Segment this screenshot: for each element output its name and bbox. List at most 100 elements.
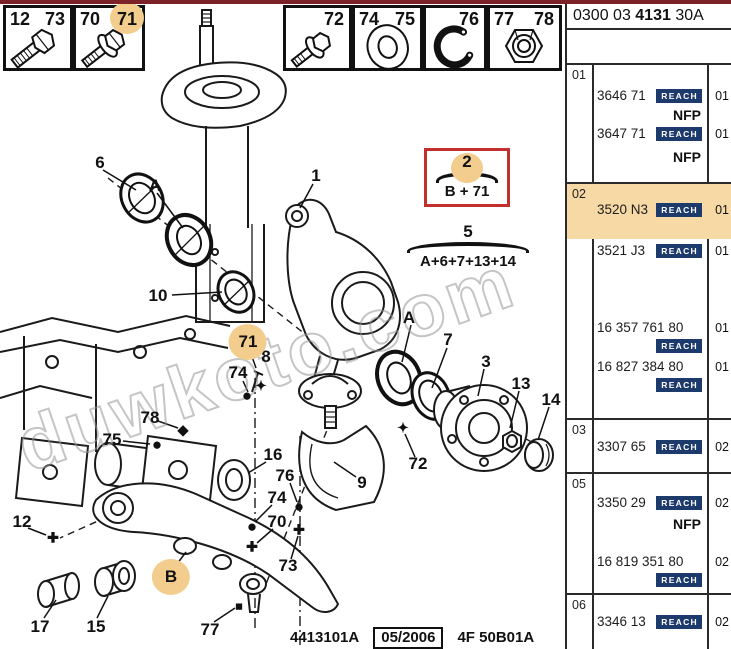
part-number[interactable]: 3647 71 — [597, 126, 646, 141]
section-index: 05 — [572, 477, 586, 491]
fastener-label: 72 — [323, 9, 344, 29]
quantity-value: 02 — [715, 615, 729, 629]
section-index: 01 — [572, 68, 586, 82]
diagram-line-art — [0, 9, 554, 645]
callout-10: 10 — [148, 286, 168, 305]
catalog-code-prefix: 0300 03 — [573, 7, 636, 24]
reach-badge[interactable]: REACH — [656, 127, 702, 141]
reach-badge[interactable]: REACH — [656, 615, 702, 629]
part-number[interactable]: 16 819 351 80 — [597, 554, 684, 569]
dot-marker-icon: ● — [246, 517, 258, 536]
reach-badge[interactable]: REACH — [656, 203, 702, 217]
brace-icon — [407, 242, 529, 253]
dot-marker-icon: ● — [151, 435, 163, 454]
part-number[interactable]: 3350 29 — [597, 495, 646, 510]
part-number[interactable]: 3520 N3 — [597, 202, 649, 217]
part-number[interactable]: 16 827 384 80 — [597, 359, 684, 374]
diamond-marker-icon: ◆ — [177, 421, 189, 438]
fastener-box-70-71: 70 71 — [73, 2, 145, 71]
reach-badge[interactable]: REACH — [656, 378, 702, 392]
drawing-number: 4413101A — [290, 629, 360, 646]
reach-badge[interactable]: REACH — [656, 244, 702, 258]
quantity-value: 02 — [715, 555, 729, 569]
fastener-box-77-78: 77 78 — [487, 5, 562, 71]
annotation-number: 2 — [462, 152, 472, 171]
index-column-line — [592, 63, 594, 649]
callout-12: 12 — [12, 512, 32, 531]
part-number[interactable]: 3521 J3 — [597, 243, 646, 258]
top-edge-line — [0, 0, 731, 4]
fastener-box-74-75: 74 75 — [352, 5, 423, 71]
fastener-label: 77 — [494, 9, 515, 29]
nfp-label: NFP — [673, 516, 701, 532]
callout-70: 70 — [267, 512, 287, 531]
callout-7: 7 — [443, 330, 453, 349]
reach-badge[interactable]: REACH — [656, 89, 702, 103]
callout-9: 9 — [357, 473, 367, 492]
qty-column-line — [707, 63, 709, 649]
callout-16: 16 — [263, 445, 283, 464]
fastener-label-highlighted[interactable]: 71 — [116, 9, 137, 29]
quantity-value: 01 — [715, 127, 729, 141]
reach-badge[interactable]: REACH — [656, 496, 702, 510]
drawing-date: 05/2006 — [373, 626, 444, 649]
section-index: 03 — [572, 423, 586, 437]
reach-badge[interactable]: REACH — [656, 339, 702, 353]
callout-13: 13 — [511, 374, 531, 393]
callout-a: A — [402, 308, 416, 327]
callout-1: 1 — [311, 166, 321, 185]
quantity-value: 01 — [715, 360, 729, 374]
callout-77: 77 — [200, 620, 220, 639]
part-number[interactable]: 3307 65 — [597, 439, 646, 454]
exploded-view-diagram: duwkoto.com 12 73 70 71 — [0, 0, 565, 649]
quantity-value: 01 — [715, 89, 729, 103]
catalog-code-bold: 4131 — [635, 7, 671, 24]
callout-15: 15 — [86, 617, 106, 636]
dot-marker-icon: ● — [293, 497, 305, 516]
fastener-box-12-73: 12 73 — [3, 5, 73, 71]
callout-76: 76 — [275, 466, 295, 485]
callout-14: 14 — [541, 390, 561, 409]
star-marker-icon: ✦ — [255, 377, 267, 394]
fastener-label: 76 — [458, 9, 479, 29]
callout-74: 74 — [267, 488, 287, 507]
quantity-value: 01 — [715, 321, 729, 335]
reach-badge[interactable]: REACH — [656, 440, 702, 454]
fastener-box-76: 76 — [423, 5, 487, 71]
cross-marker-icon: ✚ — [47, 529, 59, 546]
annotation-group-2[interactable]: 2 B + 71 — [424, 148, 510, 207]
callout-3: 3 — [481, 352, 491, 371]
catalog-code: 0300 03 4131 30A — [573, 7, 704, 25]
section-index: 02 — [572, 187, 586, 201]
fastener-label: 75 — [394, 9, 415, 29]
fastener-label: 70 — [80, 9, 101, 29]
cross-marker-icon: ✚ — [246, 538, 258, 555]
callout-71[interactable]: 71 — [238, 332, 258, 351]
callout-8: 8 — [261, 347, 271, 366]
part-number[interactable]: 3346 13 — [597, 614, 646, 629]
nfp-label: NFP — [673, 149, 701, 165]
reach-badge[interactable]: REACH — [656, 573, 702, 587]
callout-b[interactable]: B — [164, 567, 178, 586]
drawing-footer: 4413101A 05/2006 4F 50B01A — [290, 626, 565, 649]
selected-row-highlight — [567, 184, 731, 239]
part-number[interactable]: 3646 71 — [597, 88, 646, 103]
fastener-box-72: 72 — [283, 5, 352, 71]
parts-section-02: 02 3520 N3 REACH 01 3521 J3 REACH 01 16 357 761… — [567, 182, 731, 418]
header-divider — [567, 28, 731, 30]
annotation-number: 5 — [463, 222, 473, 241]
callout-6: 6 — [95, 153, 105, 172]
highlight-circle — [110, 2, 144, 34]
nfp-label: NFP — [673, 107, 701, 123]
part-number[interactable]: 16 357 761 80 — [597, 320, 684, 335]
quantity-value: 01 — [715, 244, 729, 258]
quantity-value: 02 — [715, 496, 729, 510]
fastener-label: 12 — [10, 9, 31, 29]
quantity-value: 01 — [715, 203, 729, 217]
callout-a: A — [148, 176, 162, 195]
fastener-label: 73 — [44, 9, 65, 29]
sheet-code: 4F 50B01A — [457, 629, 535, 646]
